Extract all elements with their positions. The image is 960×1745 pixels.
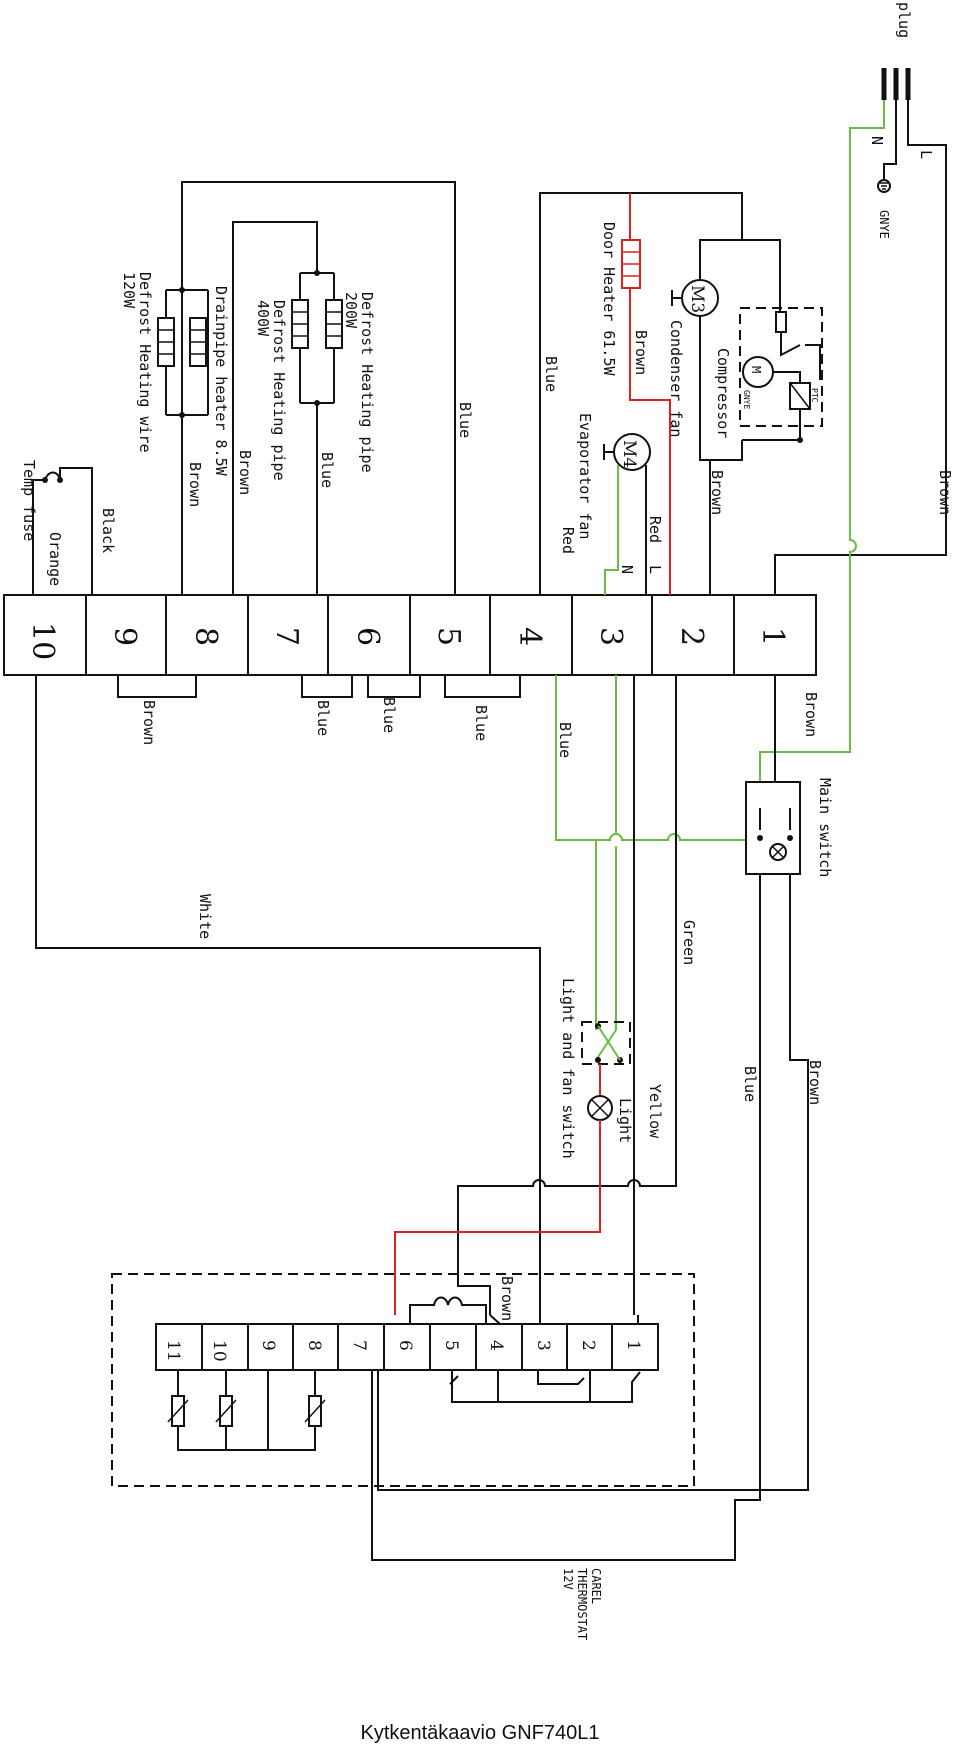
- light-bulb-icon: [587, 1095, 613, 1121]
- defrost-pipe-a-label: Defrost Heating pipe: [270, 300, 288, 481]
- compressor-m: M: [749, 366, 763, 373]
- blue-wire-label-right: Blue: [741, 1066, 759, 1102]
- door-heater-label: Door Heater 61.5W: [600, 222, 618, 376]
- main-switch-icon: [745, 781, 801, 875]
- main-terminal-3: 3: [593, 627, 628, 646]
- thermostat-terminal-block: 11 10 9 8 7 6 5 4 3 2 1: [155, 1323, 659, 1371]
- red-wire-label-2: Red: [646, 516, 664, 543]
- thermostat-terminal-8: 8: [304, 1340, 324, 1351]
- thermostat-label-line1: CAREL: [589, 1568, 603, 1604]
- main-terminal-9: 9: [107, 627, 142, 646]
- main-terminal-6: 6: [350, 627, 385, 646]
- thermostat-terminal-9: 9: [258, 1340, 278, 1351]
- blue-wire-label-6: Blue: [318, 452, 336, 488]
- ground-icon: [877, 179, 891, 193]
- plug-n-label: N: [868, 136, 886, 145]
- door-heater-brown-label: Brown: [632, 330, 650, 375]
- evaporator-fan-m4: M4: [619, 440, 639, 468]
- thermostat-terminal-11: 11: [163, 1340, 183, 1362]
- thermostat-terminal-5: 5: [441, 1340, 461, 1351]
- white-wire-label: White: [196, 894, 214, 939]
- jumper-blue-label-a: Blue: [314, 700, 332, 736]
- plug-label: plug: [895, 2, 913, 38]
- main-switch-label: Main switch: [816, 778, 834, 877]
- main-terminal-2: 2: [674, 627, 709, 646]
- evaporator-n-label: N: [618, 565, 636, 574]
- thermostat-box: [111, 1273, 695, 1487]
- brown-wire-label-right: Brown: [806, 1060, 824, 1105]
- evaporator-fan-motor-icon: M4: [603, 433, 651, 471]
- blue-wire-label-below-4: Blue: [556, 722, 574, 758]
- defrost-pipe-b-label: Defrost Heating pipe: [358, 292, 376, 473]
- main-terminal-4: 4: [512, 627, 547, 646]
- compressor-motor-icon: M GNYE: [742, 356, 774, 409]
- temp-fuse-label: Temp fuse: [20, 460, 38, 541]
- thermostat-terminal-3: 3: [533, 1340, 553, 1351]
- main-terminal-10: 10: [25, 622, 60, 660]
- diagram-caption: Kytkentäkaavio GNF740L1: [360, 1722, 600, 1744]
- ptc-label: PTC: [810, 388, 819, 403]
- main-terminal-block: 10 9 8 7 6 5 4 3 2 1: [3, 594, 817, 676]
- defrost-pipe-a-power: 400W: [254, 300, 272, 337]
- defrost-wire-power: 120W: [120, 272, 138, 309]
- main-terminal-7: 7: [269, 627, 304, 646]
- compressor-label: Compressor: [714, 348, 732, 438]
- blue-wire-label-5: Blue: [456, 402, 474, 438]
- defrost-wire-label: Defrost Heating wire: [136, 272, 154, 453]
- main-terminal-1: 1: [755, 627, 790, 646]
- yellow-wire-label: Yellow: [646, 1084, 664, 1139]
- jumper-blue-label-b: Blue: [380, 697, 398, 733]
- thermostat-terminal-7: 7: [349, 1340, 369, 1351]
- overload-protector-icon: [775, 311, 787, 333]
- main-switch-brown-label: Brown: [802, 692, 820, 737]
- brown-wire-label-8: Brown: [186, 462, 204, 507]
- thermostat-terminal-1: 1: [623, 1340, 643, 1351]
- evaporator-fan-label: Evaporator fan: [576, 413, 594, 539]
- plug-ground-label: GNYE: [877, 210, 891, 239]
- thermostat-terminal-4: 4: [486, 1340, 506, 1351]
- brown-wire-label-plug: Brown: [936, 470, 954, 515]
- condenser-fan-motor-icon: M3: [671, 279, 719, 317]
- light-label: Light: [616, 1098, 634, 1143]
- light-fan-switch-icon: [581, 1021, 631, 1065]
- black-wire-label: Black: [99, 508, 117, 553]
- plug-l-label: L: [917, 150, 935, 159]
- light-fan-switch-label: Light and fan switch: [559, 978, 577, 1159]
- thermostat-terminal-2: 2: [578, 1340, 598, 1351]
- orange-wire-label: Orange: [46, 532, 64, 586]
- jumper-blue-label-c: Blue: [472, 705, 490, 741]
- thermostat-terminal-10: 10: [209, 1340, 229, 1362]
- jumper-9-8-brown-label: Brown: [140, 700, 158, 745]
- evaporator-fan-red-label: Red: [559, 527, 577, 554]
- brown-wire-label-1: Brown: [708, 470, 726, 515]
- compressor-gnye: GNYE: [742, 390, 751, 409]
- drainpipe-heater-label: Drainpipe heater 8.5W: [212, 286, 230, 477]
- power-plug: plug N L GNYE: [868, 2, 935, 239]
- brown-wire-label-7: Brown: [236, 450, 254, 495]
- main-terminal-8: 8: [188, 627, 223, 646]
- defrost-pipe-b-power: 200W: [342, 292, 360, 329]
- thermostat-label-line3: 12V: [561, 1568, 575, 1590]
- condenser-fan-m3: M3: [687, 285, 707, 313]
- condenser-fan-label: Condenser fan: [667, 320, 685, 437]
- blue-wire-label-4: Blue: [542, 356, 560, 392]
- green-wire-label: Green: [680, 920, 698, 965]
- thermostat-brown-label: Brown: [498, 1276, 516, 1321]
- thermostat-label-line2: THERMOSTAT: [575, 1568, 589, 1640]
- main-terminal-5: 5: [431, 627, 466, 646]
- evaporator-l-label: L: [646, 565, 664, 574]
- thermostat-terminal-6: 6: [395, 1340, 415, 1351]
